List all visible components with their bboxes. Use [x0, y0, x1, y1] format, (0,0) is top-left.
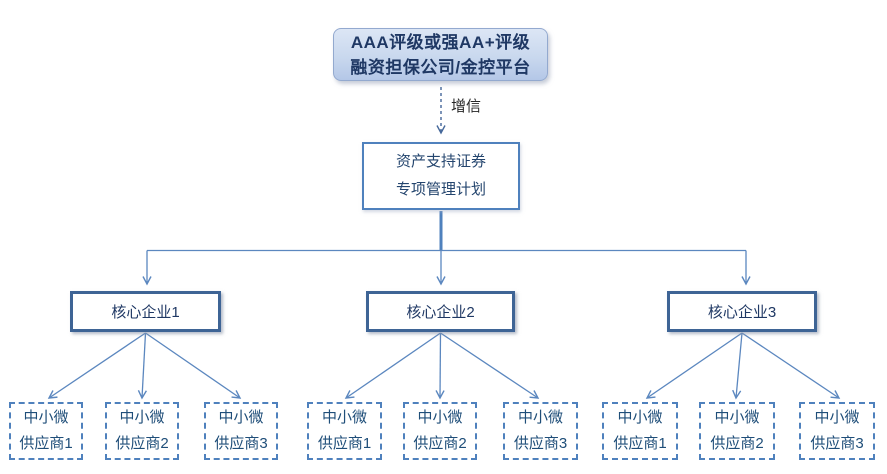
abs-plan-line1: 资产支持证券	[395, 153, 486, 170]
guarantor-box-line2: 融资担保公司/金控平台	[350, 57, 531, 77]
fan-arrow-g1-s2	[137, 332, 147, 400]
supplier-box-g1-3: 中小微 供应商3	[204, 402, 278, 460]
credit-enhancement-label: 增信	[451, 98, 482, 115]
supplier-box-g3-3: 中小微 供应商3	[799, 402, 875, 460]
supplier-line2: 供应商2	[413, 435, 467, 452]
supplier-line1: 中小微	[119, 409, 165, 426]
core-company-box-3: 核心企业3	[667, 291, 817, 332]
supplier-box-g1-2: 中小微 供应商2	[105, 402, 179, 460]
core-company-box-2: 核心企业2	[366, 291, 515, 332]
fan-arrow-g1-s3	[145, 332, 242, 399]
supplier-line1: 中小微	[417, 409, 463, 426]
fan-arrow-g3-s3	[741, 332, 841, 399]
core-company-label: 核心企业3	[707, 304, 777, 321]
core-company-box-1: 核心企业1	[70, 291, 221, 332]
supplier-box-g2-2: 中小微 供应商2	[403, 402, 477, 460]
supplier-box-g1-1: 中小微 供应商1	[9, 402, 83, 460]
supplier-box-g3-2: 中小微 供应商2	[699, 402, 775, 460]
supplier-line1: 中小微	[23, 409, 69, 426]
supplier-line2: 供应商3	[214, 435, 268, 452]
abs-plan-box: 资产支持证券 专项管理计划	[362, 142, 520, 210]
supplier-line2: 供应商1	[19, 435, 73, 452]
supplier-line1: 中小微	[218, 409, 264, 426]
supplier-line2: 供应商3	[513, 435, 568, 452]
supplier-line2: 供应商3	[810, 435, 864, 452]
supplier-line1: 中小微	[517, 409, 563, 426]
supplier-line1: 中小微	[321, 409, 367, 426]
abs-plan-line2: 专项管理计划	[395, 181, 486, 198]
supplier-line1: 中小微	[714, 409, 760, 426]
fan-arrow-g2-s2	[435, 332, 445, 400]
fan-arrow-g2-s1	[344, 332, 441, 399]
fan-arrow-g3-s2	[732, 332, 743, 400]
core-company-label: 核心企业2	[406, 304, 475, 321]
supplier-line1: 中小微	[814, 409, 860, 426]
supplier-line2: 供应商2	[115, 435, 169, 452]
supplier-line1: 中小微	[617, 409, 663, 426]
supplier-line2: 供应商1	[317, 435, 372, 452]
guarantor-box: AAA评级或强AA+评级 融资担保公司/金控平台	[333, 28, 548, 81]
supplier-box-g2-3: 中小微 供应商3	[503, 402, 578, 460]
core-company-label: 核心企业1	[111, 304, 180, 321]
supplier-box-g3-1: 中小微 供应商1	[602, 402, 678, 460]
guarantor-box-line1: AAA评级或强AA+评级	[350, 32, 531, 52]
supplier-line2: 供应商1	[613, 435, 667, 452]
fan-arrow-g1-s1	[47, 332, 146, 399]
fan-arrow-g2-s3	[440, 332, 540, 399]
fan-arrow-g3-s1	[645, 332, 743, 399]
supplier-box-g2-1: 中小微 供应商1	[307, 402, 382, 460]
supplier-line2: 供应商2	[710, 435, 764, 452]
